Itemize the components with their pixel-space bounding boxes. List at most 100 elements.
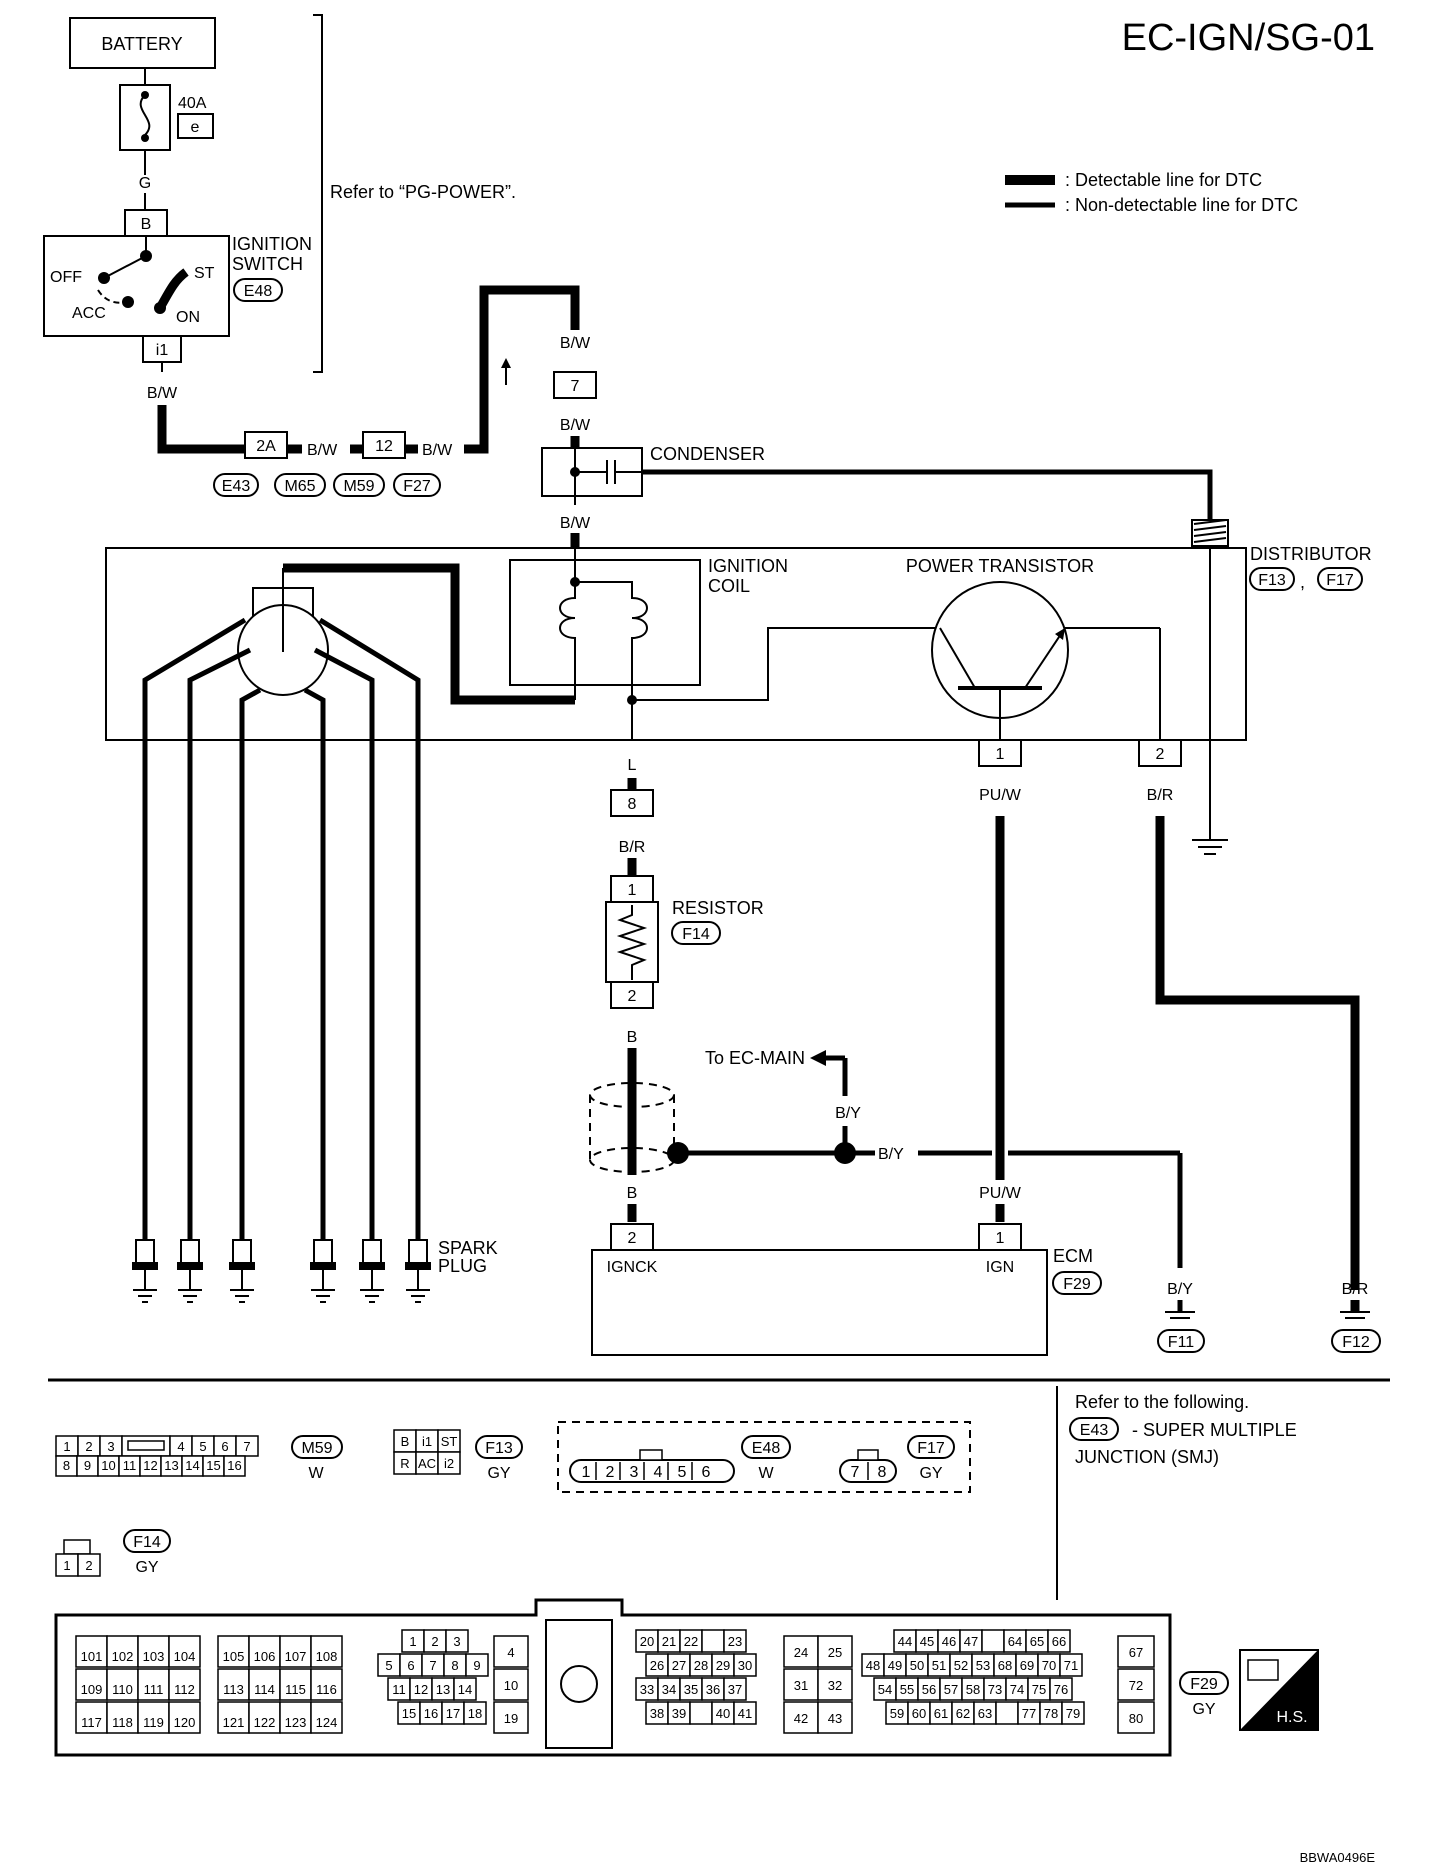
f29-b6-pin: 32 bbox=[828, 1678, 842, 1693]
spark-plugs bbox=[132, 1239, 431, 1303]
ecm-term-ign: IGN bbox=[986, 1259, 1014, 1276]
f29-b1-pin: 112 bbox=[174, 1682, 195, 1697]
harness-icon bbox=[1247, 1659, 1279, 1681]
f29-b7-pin: 59 bbox=[890, 1706, 904, 1721]
wire-puw-bot: PU/W bbox=[979, 1185, 1022, 1202]
spark-plug-label2: PLUG bbox=[438, 1256, 487, 1276]
resistor-term1: 1 bbox=[628, 882, 637, 899]
ecm-term-ignck: IGNCK bbox=[607, 1259, 658, 1276]
spark-plug-icon bbox=[405, 1239, 431, 1303]
f29-b3-pin: 6 bbox=[407, 1658, 414, 1673]
transistor-term1: 1 bbox=[996, 746, 1005, 763]
wire-bw-cond-mid: B/W bbox=[560, 417, 591, 434]
resistor-icon bbox=[616, 905, 648, 980]
footer-code: BBWA0496E bbox=[1300, 1850, 1376, 1865]
f17-color: GY bbox=[919, 1465, 942, 1482]
ign-switch-label2: SWITCH bbox=[232, 254, 303, 274]
f29-b1-pin: 110 bbox=[112, 1682, 133, 1697]
m59-pin: 4 bbox=[177, 1439, 184, 1454]
f29-b3-pin: 9 bbox=[473, 1658, 480, 1673]
m59-row2-pin: 11 bbox=[123, 1458, 137, 1473]
f29-b3-pin: 15 bbox=[402, 1706, 416, 1721]
f29-b1-pin: 109 bbox=[81, 1682, 103, 1697]
distributor-label: DISTRIBUTOR bbox=[1250, 544, 1372, 564]
f17-pin: 7 bbox=[851, 1464, 860, 1481]
spark-plug-label1: SPARK bbox=[438, 1238, 498, 1258]
f29-b1-pin: 111 bbox=[144, 1682, 164, 1697]
ignition-coil-label2: COIL bbox=[708, 576, 750, 596]
ignition-switch: B OFF ACC ON ST i1 IGNITION SWITCH E48 bbox=[43, 209, 312, 363]
f29-b6-pin: 24 bbox=[794, 1645, 808, 1660]
f14-pin: 2 bbox=[85, 1558, 92, 1573]
f29-b7-pin: 75 bbox=[1032, 1682, 1046, 1697]
e48-pin: 6 bbox=[702, 1464, 711, 1481]
f14-tag: F14 bbox=[133, 1534, 161, 1551]
f29-b4-pin: 4 bbox=[507, 1645, 514, 1660]
f29-b7-pin: 58 bbox=[966, 1682, 980, 1697]
f29-b7-pin: 54 bbox=[878, 1682, 892, 1697]
ecm-label: ECM bbox=[1053, 1246, 1093, 1266]
e48-pin: 1 bbox=[582, 1464, 591, 1481]
f29-b2-pin: 124 bbox=[316, 1715, 338, 1730]
m59-pin: 7 bbox=[243, 1439, 250, 1454]
wire-bw-cond-top: B/W bbox=[560, 335, 591, 352]
f29-b6-pin: 25 bbox=[828, 1645, 842, 1660]
f29-b1-pin: 118 bbox=[112, 1715, 133, 1730]
f29-b1-pin: 103 bbox=[143, 1649, 165, 1664]
f29-b5-pin: 22 bbox=[684, 1634, 698, 1649]
f29-b7-pin: 51 bbox=[932, 1658, 946, 1673]
page-title: EC-IGN/SG-01 bbox=[1122, 17, 1375, 59]
f29-b8-pin: 72 bbox=[1129, 1678, 1143, 1693]
f29-b4-pin: 19 bbox=[504, 1711, 518, 1726]
wire-b-bot: B bbox=[627, 1185, 638, 1202]
f29-b7-pin: 46 bbox=[942, 1634, 956, 1649]
f29-b1-pin: 117 bbox=[81, 1715, 102, 1730]
f29-b7-pin: 71 bbox=[1064, 1658, 1078, 1673]
wire-g: G bbox=[139, 175, 151, 192]
f29-b6-pin: 31 bbox=[794, 1678, 808, 1693]
f29-b7-pin: 60 bbox=[912, 1706, 926, 1721]
f29-b2-pin: 107 bbox=[285, 1649, 307, 1664]
wire-bw-1: B/W bbox=[147, 385, 178, 402]
hs-label: H.S. bbox=[1276, 1709, 1307, 1726]
harness-tag-3: F27 bbox=[403, 478, 431, 495]
f29-b7-pin: 52 bbox=[954, 1658, 968, 1673]
f29-b5-pin: 40 bbox=[716, 1706, 730, 1721]
f29-b3-pin: 13 bbox=[436, 1682, 450, 1697]
ground-tag-0: F11 bbox=[1168, 1334, 1194, 1351]
wire-l: L bbox=[628, 757, 637, 774]
f13-row2-pin: R bbox=[400, 1456, 409, 1471]
distributor-conn2: F17 bbox=[1326, 572, 1354, 589]
condenser-label: CONDENSER bbox=[650, 444, 765, 464]
f29-b3-pin: 14 bbox=[458, 1682, 472, 1697]
f29-b2-pin: 123 bbox=[285, 1715, 307, 1730]
f29-b5-pin: 29 bbox=[716, 1658, 730, 1673]
refer-pg-power: Refer to “PG-POWER”. bbox=[330, 182, 516, 202]
f29-b7-pin: 79 bbox=[1066, 1706, 1080, 1721]
power-transistor: POWER TRANSISTOR 1 PU/W 2 B/R bbox=[906, 556, 1360, 1290]
f29-b5-pin: 39 bbox=[672, 1706, 686, 1721]
f29-b7-pin: 66 bbox=[1052, 1634, 1066, 1649]
spark-plug-icon bbox=[132, 1239, 158, 1303]
rotor bbox=[142, 563, 575, 1240]
f29-b3-pin: 7 bbox=[429, 1658, 436, 1673]
connector-key-icon bbox=[560, 1665, 598, 1703]
f29-b7-pin: 77 bbox=[1022, 1706, 1036, 1721]
m59-pin: 1 bbox=[63, 1439, 70, 1454]
m59-tag: M59 bbox=[301, 1440, 332, 1457]
f29-b5-pin: 21 bbox=[662, 1634, 676, 1649]
spark-plug-icon bbox=[177, 1239, 203, 1303]
f29-b1-pin: 104 bbox=[174, 1649, 196, 1664]
f29-b7-pin: 55 bbox=[900, 1682, 914, 1697]
f29-b5-pin: 23 bbox=[728, 1634, 742, 1649]
ground-tag-1: F12 bbox=[1342, 1334, 1370, 1351]
fuse-id: e bbox=[191, 119, 200, 136]
conn-2a: 2A bbox=[256, 438, 276, 455]
f29-b7-pin: 63 bbox=[978, 1706, 992, 1721]
f29-b2-pin: 114 bbox=[254, 1682, 275, 1697]
f29-b5-pin: 38 bbox=[650, 1706, 664, 1721]
